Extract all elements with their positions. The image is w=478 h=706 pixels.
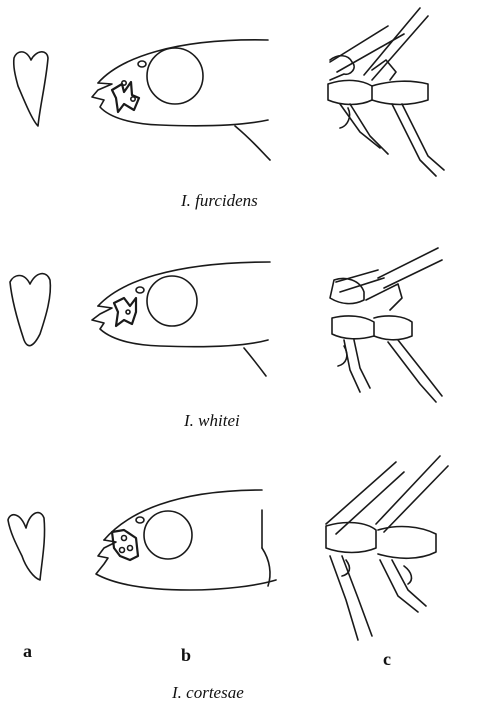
row-whitei <box>10 248 442 402</box>
species-caption-3: I. cortesae <box>171 683 244 702</box>
panel-label-c: c <box>383 649 391 669</box>
species-caption-2: I. whitei <box>183 411 240 430</box>
panel-label-b: b <box>181 645 191 665</box>
tooth-outline <box>14 52 48 126</box>
vertebrae-outline <box>330 248 442 402</box>
tooth-outline <box>10 274 50 346</box>
head-outline <box>92 40 270 160</box>
vertebrae-outline <box>326 456 448 640</box>
head-outline <box>96 490 276 590</box>
panel-label-a: a <box>23 641 32 661</box>
row-furcidens <box>14 8 444 176</box>
head-outline <box>92 262 270 376</box>
row-cortesae <box>8 456 448 640</box>
species-caption-1: I. furcidens <box>180 191 258 210</box>
vertebrae-outline <box>328 8 444 176</box>
tooth-outline <box>8 513 45 580</box>
